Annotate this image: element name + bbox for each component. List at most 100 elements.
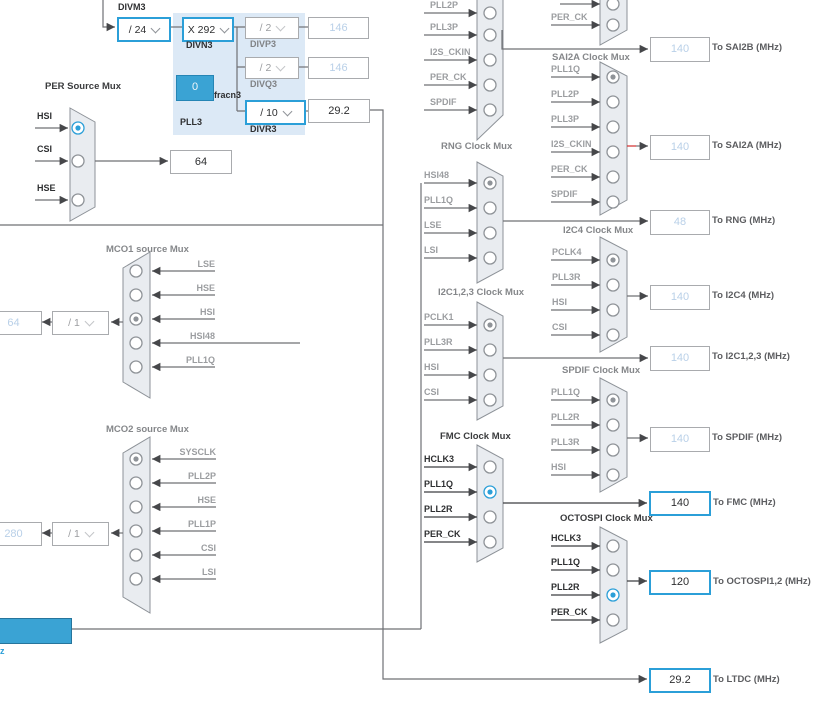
mco2-radio-hse[interactable]	[129, 500, 143, 514]
fracn3-box[interactable]: 0	[176, 75, 214, 101]
divm3-dropdown[interactable]: / 24	[117, 17, 171, 42]
i2c123-radio-csi[interactable]	[483, 393, 497, 407]
saifeed-radio-pll2p[interactable]	[483, 6, 497, 20]
i2c123-mux-shape[interactable]	[476, 301, 504, 421]
mco1-output-box[interactable]: 64	[0, 311, 42, 335]
sai2a-freq-label: To SAI2A (MHz)	[712, 140, 782, 151]
sai2a-radio-spdif[interactable]	[606, 195, 620, 209]
mco1-div-value: / 1	[68, 317, 80, 329]
fmc-radio-hclk3[interactable]	[483, 460, 497, 474]
divr3-label: DIVR3	[250, 124, 277, 134]
spdif-freq-box[interactable]: 140	[650, 427, 710, 452]
mco2-output-box[interactable]: 280	[0, 522, 42, 546]
divr3-dropdown[interactable]: / 10	[245, 100, 306, 125]
topright-radio-0[interactable]	[606, 0, 620, 11]
sai2a-radio-pll2p[interactable]	[606, 95, 620, 109]
octospi-radio-hclk3[interactable]	[606, 539, 620, 553]
mco2-input-sysclk-label: SYSCLK	[179, 447, 216, 457]
mco1-radio-hse[interactable]	[129, 288, 143, 302]
fmc-input-perck-label: PER_CK	[424, 529, 461, 539]
sai2a-mux-shape[interactable]	[599, 61, 628, 216]
ltdc-freq-box[interactable]: 29.2	[649, 668, 711, 693]
divp3-dropdown[interactable]: / 2	[245, 17, 299, 39]
mco2-radio-lsi[interactable]	[129, 572, 143, 586]
divn3-label: DIVN3	[186, 40, 213, 50]
per-output-box[interactable]: 64	[170, 150, 232, 174]
octospi-input-perck-label: PER_CK	[551, 607, 588, 617]
saifeed-radio-i2s[interactable]	[483, 53, 497, 67]
mco2-radio-sysclk-dot	[133, 456, 139, 462]
i2c123-input-pll3r-label: PLL3R	[424, 337, 453, 347]
rng-radio-lse[interactable]	[483, 226, 497, 240]
mco2-radio-pll1p[interactable]	[129, 524, 143, 538]
i2c4-radio-pll3r[interactable]	[606, 278, 620, 292]
sai2a-radio-pll3p[interactable]	[606, 120, 620, 134]
mco1-div-dropdown[interactable]: / 1	[52, 311, 109, 335]
i2c4-radio-csi[interactable]	[606, 328, 620, 342]
mco2-div-value: / 1	[68, 528, 80, 540]
hse-osc-box[interactable]	[0, 618, 72, 644]
fmc-mux-shape[interactable]	[476, 444, 504, 563]
spdif-radio-pll2r[interactable]	[606, 418, 620, 432]
spdif-mux-title: SPDIF Clock Mux	[562, 365, 641, 376]
wire-pll3r-to-ltdc	[368, 109, 647, 684]
topright-radio-perck[interactable]	[606, 18, 620, 32]
divq3-dropdown[interactable]: / 2	[245, 57, 299, 79]
sai2a-radio-perck[interactable]	[606, 170, 620, 184]
mco1-input-hsi-label: HSI	[199, 307, 215, 317]
spdif-mux-shape[interactable]	[599, 377, 628, 493]
i2c4-mux-title: I2C4 Clock Mux	[563, 225, 634, 236]
i2c4-radio-hsi[interactable]	[606, 303, 620, 317]
wire-bottom-route	[70, 183, 422, 630]
spdif-radio-hsi[interactable]	[606, 468, 620, 482]
i2c4-freq-label: To I2C4 (MHz)	[712, 290, 775, 301]
divn3-dropdown[interactable]: X 292	[182, 17, 234, 42]
fmc-input-pll2r-label: PLL2R	[424, 504, 453, 514]
divm3-label: DIVM3	[118, 2, 146, 12]
mco1-radio-hsi48[interactable]	[129, 336, 143, 350]
sai2a-radio-i2s[interactable]	[606, 145, 620, 159]
mco1-radio-pll1q[interactable]	[129, 360, 143, 374]
divp3-output-box[interactable]: 146	[308, 17, 369, 39]
octospi-input-hclk3-label: HCLK3	[551, 533, 582, 543]
octospi-mux-title: OCTOSPI Clock Mux	[560, 513, 653, 524]
saifeed-radio-pll3p[interactable]	[483, 28, 497, 42]
i2c4-mux-shape[interactable]	[599, 236, 628, 353]
sai2a-freq-box[interactable]: 140	[650, 135, 710, 160]
saifeed-radio-perck[interactable]	[483, 78, 497, 92]
saifeed-radio-spdif[interactable]	[483, 103, 497, 117]
rng-radio-pll1q[interactable]	[483, 201, 497, 215]
sai2a-mux-title: SAI2A Clock Mux	[552, 52, 630, 63]
per-radio-hse[interactable]	[71, 193, 85, 207]
rng-radio-lsi[interactable]	[483, 251, 497, 265]
octospi-radio-pll1q[interactable]	[606, 563, 620, 577]
fmc-mux-title: FMC Clock Mux	[440, 431, 511, 442]
fracn3-label: fracn3	[214, 90, 242, 100]
mco1-radio-lse[interactable]	[129, 264, 143, 278]
divq3-output-box[interactable]: 146	[308, 57, 369, 79]
divm3-value: / 24	[128, 23, 147, 36]
mco2-div-dropdown[interactable]: / 1	[52, 522, 109, 546]
fmc-radio-pll2r[interactable]	[483, 510, 497, 524]
sai-feed-mux-shape[interactable]	[476, 0, 504, 142]
octospi-freq-box[interactable]: 120	[649, 570, 711, 595]
rng-freq-box[interactable]: 48	[650, 210, 710, 235]
rng-mux-shape[interactable]	[476, 161, 504, 284]
i2c123-radio-pll3r[interactable]	[483, 343, 497, 357]
fmc-freq-box[interactable]: 140	[649, 491, 711, 516]
rng-input-lsi-label: LSI	[424, 245, 439, 255]
per-radio-csi[interactable]	[71, 154, 85, 168]
mco2-radio-pll2p[interactable]	[129, 476, 143, 490]
divr3-output-box[interactable]: 29.2	[308, 99, 370, 123]
octospi-mux-shape[interactable]	[599, 526, 628, 644]
mco2-radio-csi[interactable]	[129, 548, 143, 562]
i2c123-radio-hsi[interactable]	[483, 368, 497, 382]
octospi-radio-perck[interactable]	[606, 613, 620, 627]
rng-input-hsi48-label: HSI48	[424, 170, 450, 180]
i2c123-input-pclk1-label: PCLK1	[424, 312, 454, 322]
spdif-radio-pll3r[interactable]	[606, 443, 620, 457]
fmc-radio-perck[interactable]	[483, 535, 497, 549]
sai2b-freq-box[interactable]: 140	[650, 37, 710, 62]
i2c4-freq-box[interactable]: 140	[650, 285, 710, 310]
i2c123-freq-box[interactable]: 140	[650, 346, 710, 371]
